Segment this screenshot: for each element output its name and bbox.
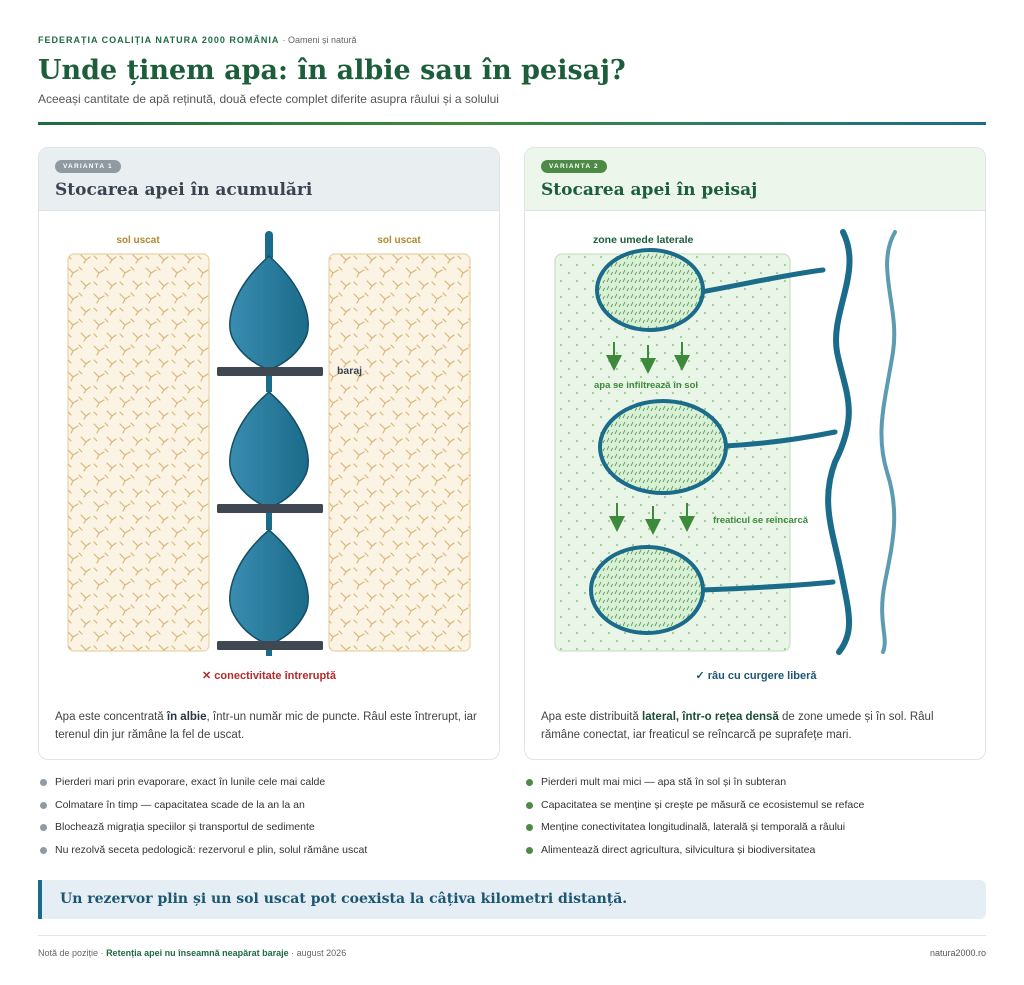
footer-prefix: Notă de poziție · bbox=[38, 948, 104, 958]
variant-badge: VARIANTA 2 bbox=[541, 160, 607, 173]
org-kicker: FEDERAȚIA COALIȚIA NATURA 2000 ROMÂNIA ·… bbox=[38, 35, 357, 45]
panel-title: Stocarea apei în peisaj bbox=[541, 180, 758, 200]
bullet-icon bbox=[40, 847, 47, 855]
bullet-icon bbox=[40, 801, 47, 809]
bullet-icon bbox=[40, 824, 47, 832]
dam-wall bbox=[217, 504, 323, 513]
recharge-label: freaticul se reîncarcă bbox=[713, 515, 809, 526]
list-item: Nu rezolvă seceta pedologică: rezervorul… bbox=[40, 843, 500, 866]
desc-text: , într-un număr mic de puncte. Râul este… bbox=[55, 711, 477, 741]
soil-label-left: sol uscat bbox=[116, 235, 160, 246]
panel-header: VARIANTA 2 Stocarea apei în peisaj bbox=[525, 148, 985, 211]
wetland-channel bbox=[698, 579, 836, 593]
landscape-diagram: zone umede laterale apa se infiltrează î… bbox=[554, 229, 897, 682]
callout-text: Un rezervor plin și un sol uscat pot coe… bbox=[60, 891, 628, 907]
list-item-text: Blochează migrația speciilor și transpor… bbox=[55, 821, 315, 834]
desc-text: Apa este distribuită bbox=[541, 711, 643, 723]
bullet-icon bbox=[40, 779, 47, 786]
dam-wall bbox=[217, 367, 323, 376]
list-item: Pierderi mari prin evaporare, exact în l… bbox=[40, 775, 500, 798]
list-item: Menține conectivitatea longitudinală, la… bbox=[526, 820, 986, 843]
page-subtitle: Aceeași cantitate de apă reținută, două … bbox=[38, 92, 499, 106]
list-item: Colmatare în timp — capacitatea scade de… bbox=[40, 798, 500, 821]
footer-divider bbox=[38, 935, 986, 936]
list-item-text: Menține conectivitatea longitudinală, la… bbox=[541, 821, 846, 834]
reservoir-basin bbox=[229, 254, 309, 371]
footer-highlight: Retenția apei nu înseamnă neapărat baraj… bbox=[106, 948, 289, 958]
variant-badge: VARIANTA 1 bbox=[55, 160, 121, 173]
panel-title: Stocarea apei în acumulări bbox=[55, 180, 313, 200]
footer-site-link[interactable]: natura2000.ro bbox=[929, 948, 986, 958]
free-flow-label: ✓ râu cu curgere liberă bbox=[695, 670, 817, 682]
wetland-zone bbox=[595, 248, 705, 332]
river-secondary-channel bbox=[879, 230, 897, 654]
river-channel bbox=[265, 231, 273, 261]
bullet-icon bbox=[526, 847, 533, 855]
reservoir-diagram: sol uscat sol uscat baraj ✕ conectivitat… bbox=[67, 231, 471, 682]
wetland-label: zone umede laterale bbox=[593, 234, 694, 246]
key-message-callout: Un rezervor plin și un sol uscat pot coe… bbox=[38, 880, 986, 919]
list-item: Pierderi mult mai mici — apa stă în sol … bbox=[526, 775, 986, 798]
wetland-zone bbox=[598, 399, 728, 495]
list-item: Alimentează direct agricultura, silvicul… bbox=[526, 843, 986, 866]
river-channel bbox=[266, 502, 272, 530]
bullet-icon bbox=[526, 824, 533, 832]
panel-header: VARIANTA 1 Stocarea apei în acumulări bbox=[39, 148, 499, 211]
list-item-text: Colmatare în timp — capacitatea scade de… bbox=[55, 798, 305, 811]
free-flowing-river bbox=[825, 229, 853, 655]
panel-landscape-storage: VARIANTA 2 Stocarea apei în peisaj zone … bbox=[524, 147, 986, 760]
desc-text: de zone umede și în sol. Râul rămâne con… bbox=[541, 711, 934, 741]
landscape-benefits-list: Pierderi mult mai mici — apa stă în sol … bbox=[526, 775, 986, 866]
dry-soil-cracks-left bbox=[68, 254, 209, 651]
header-divider bbox=[38, 122, 986, 125]
list-item-text: Pierderi mari prin evaporare, exact în l… bbox=[55, 776, 326, 788]
footer-note: Notă de poziție · Retenția apei nu însea… bbox=[38, 948, 346, 958]
soil-label-right: sol uscat bbox=[377, 235, 421, 246]
wetland-channel bbox=[722, 429, 838, 449]
panel-reservoir-storage: VARIANTA 1 Stocarea apei în acumulări so… bbox=[38, 147, 500, 760]
reservoir-drawbacks-list: Pierderi mari prin evaporare, exact în l… bbox=[40, 775, 500, 866]
page-title: Unde ținem apa: în albie sau în peisaj? bbox=[38, 55, 626, 86]
reservoir-basin bbox=[229, 391, 309, 509]
bullet-icon bbox=[526, 801, 533, 809]
org-name: FEDERAȚIA COALIȚIA NATURA 2000 ROMÂNIA bbox=[38, 35, 280, 45]
dry-soil-cracks-right bbox=[329, 254, 470, 651]
river-channel bbox=[266, 362, 272, 392]
desc-emphasis: în albie bbox=[166, 711, 207, 723]
connectivity-broken-label: ✕ conectivitate întreruptă bbox=[202, 670, 337, 682]
wetland-channel bbox=[698, 267, 826, 295]
bullet-icon bbox=[526, 779, 533, 786]
panel-description: Apa este distribuită lateral, într-o reț… bbox=[541, 708, 971, 744]
list-item-text: Pierderi mult mai mici — apa stă în sol … bbox=[541, 776, 787, 788]
panel-description: Apa este concentrată în albie, într-un n… bbox=[55, 708, 485, 744]
desc-emphasis: lateral, într-o rețea densă bbox=[642, 711, 779, 723]
list-item: Blochează migrația speciilor și transpor… bbox=[40, 820, 500, 843]
wetland-zone bbox=[589, 545, 705, 635]
list-item-text: Capacitatea se menține și crește pe măsu… bbox=[541, 798, 865, 811]
footer-date: · august 2026 bbox=[291, 948, 347, 958]
infiltration-label: apa se infiltrează în sol bbox=[594, 380, 698, 391]
org-tagline: · Oameni și natură bbox=[282, 35, 357, 45]
desc-text: Apa este concentrată bbox=[55, 711, 167, 723]
reservoir-basin bbox=[229, 529, 309, 646]
dam-label: baraj bbox=[337, 365, 362, 377]
list-item: Capacitatea se menține și crește pe măsu… bbox=[526, 798, 986, 821]
list-item-text: Nu rezolvă seceta pedologică: rezervorul… bbox=[55, 844, 368, 857]
list-item-text: Alimentează direct agricultura, silvicul… bbox=[541, 844, 816, 857]
dam-wall bbox=[217, 641, 323, 650]
